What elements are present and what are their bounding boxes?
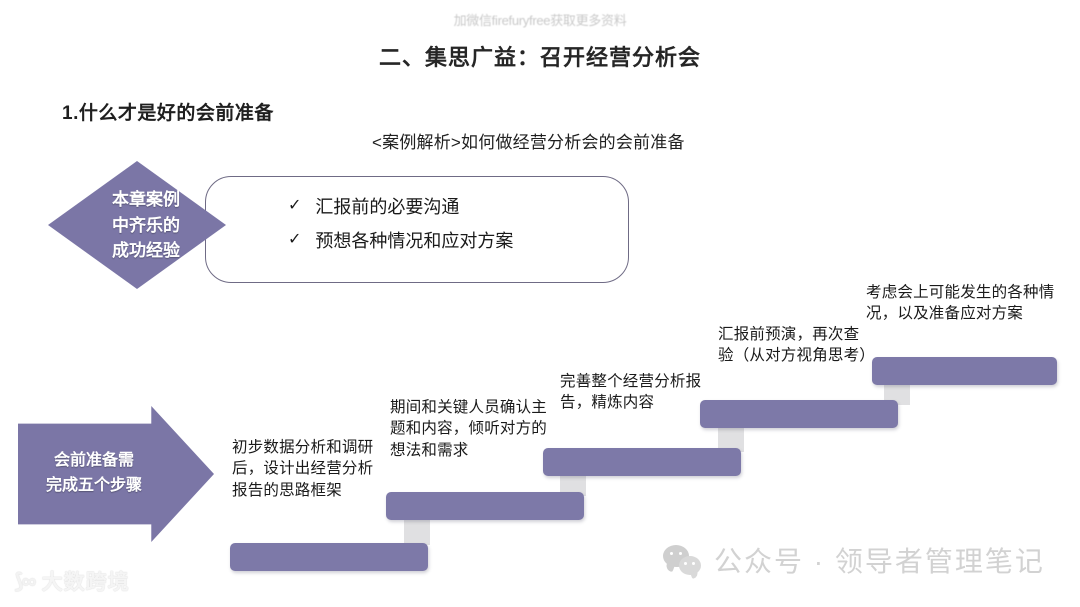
stair-bar-step-3	[543, 448, 741, 476]
diamond-label-line-3: 成功经验	[112, 240, 180, 260]
callout-list: ✓ 汇报前的必要沟通 ✓ 预想各种情况和应对方案	[288, 196, 618, 263]
callout-item-label: 汇报前的必要沟通	[315, 197, 460, 217]
arrow-label-line-2: 完成五个步骤	[45, 477, 142, 494]
case-experience-diamond: 本章案例 中齐乐的 成功经验	[48, 161, 226, 289]
callout-box	[205, 176, 629, 283]
step-label-2: 期间和关键人员确认主题和内容，倾听对方的想法和需求	[390, 399, 548, 459]
diamond-label-line-1: 本章案例	[112, 189, 180, 209]
wechat-watermark: 公众号 · 领导者管理笔记	[663, 540, 1045, 580]
step-label-5: 考虑会上可能发生的各种情况，以及准备应对方案	[866, 284, 1055, 323]
stair-bar-step-5	[872, 357, 1057, 385]
case-analysis-line: <案例解析>如何做经营分析会的会前准备	[372, 133, 685, 152]
section-sub-heading: 1.什么才是好的会前准备	[62, 103, 274, 124]
arrow-label-line-1: 会前准备需	[53, 452, 134, 470]
arrow-label: 会前准备需 完成五个步骤	[24, 449, 164, 499]
page-title: 二、集思广益：召开经营分析会	[378, 45, 701, 70]
check-icon: ✓	[288, 197, 302, 214]
step-label-1: 初步数据分析和调研后，设计出经营分析报告的思路框架	[232, 439, 374, 499]
callout-item-label: 预想各种情况和应对方案	[315, 230, 514, 251]
dashukuajing-logo-icon: ⟆∞	[14, 569, 37, 593]
diamond-label-line-2: 中齐乐的	[112, 215, 180, 235]
wechat-icon	[663, 545, 701, 575]
brand-watermark-label: 大数跨境	[41, 571, 130, 594]
wechat-watermark-label: 公众号 · 领导者管理笔记	[714, 546, 1045, 577]
stair-bar-step-1	[230, 543, 428, 571]
brand-watermark-left: ⟆∞ 大数跨境	[14, 566, 130, 596]
stair-riser	[404, 520, 430, 545]
step-label-4: 汇报前预演，再次查验（从对方视角思考）	[718, 326, 876, 365]
five-steps-arrow: 会前准备需 完成五个步骤	[18, 406, 214, 542]
top-watermark-text: 加微信firefuryfree获取更多资料	[453, 13, 627, 28]
step-label-3: 完善整个经营分析报告，精炼内容	[560, 373, 702, 412]
diamond-label: 本章案例 中齐乐的 成功经验	[48, 187, 226, 264]
check-icon: ✓	[288, 230, 302, 248]
list-item: ✓ 预想各种情况和应对方案	[288, 230, 618, 253]
list-item: ✓ 汇报前的必要沟通	[288, 196, 618, 219]
stair-bar-step-4	[700, 400, 898, 428]
stair-riser	[560, 476, 586, 496]
stair-bar-step-2	[386, 492, 584, 520]
